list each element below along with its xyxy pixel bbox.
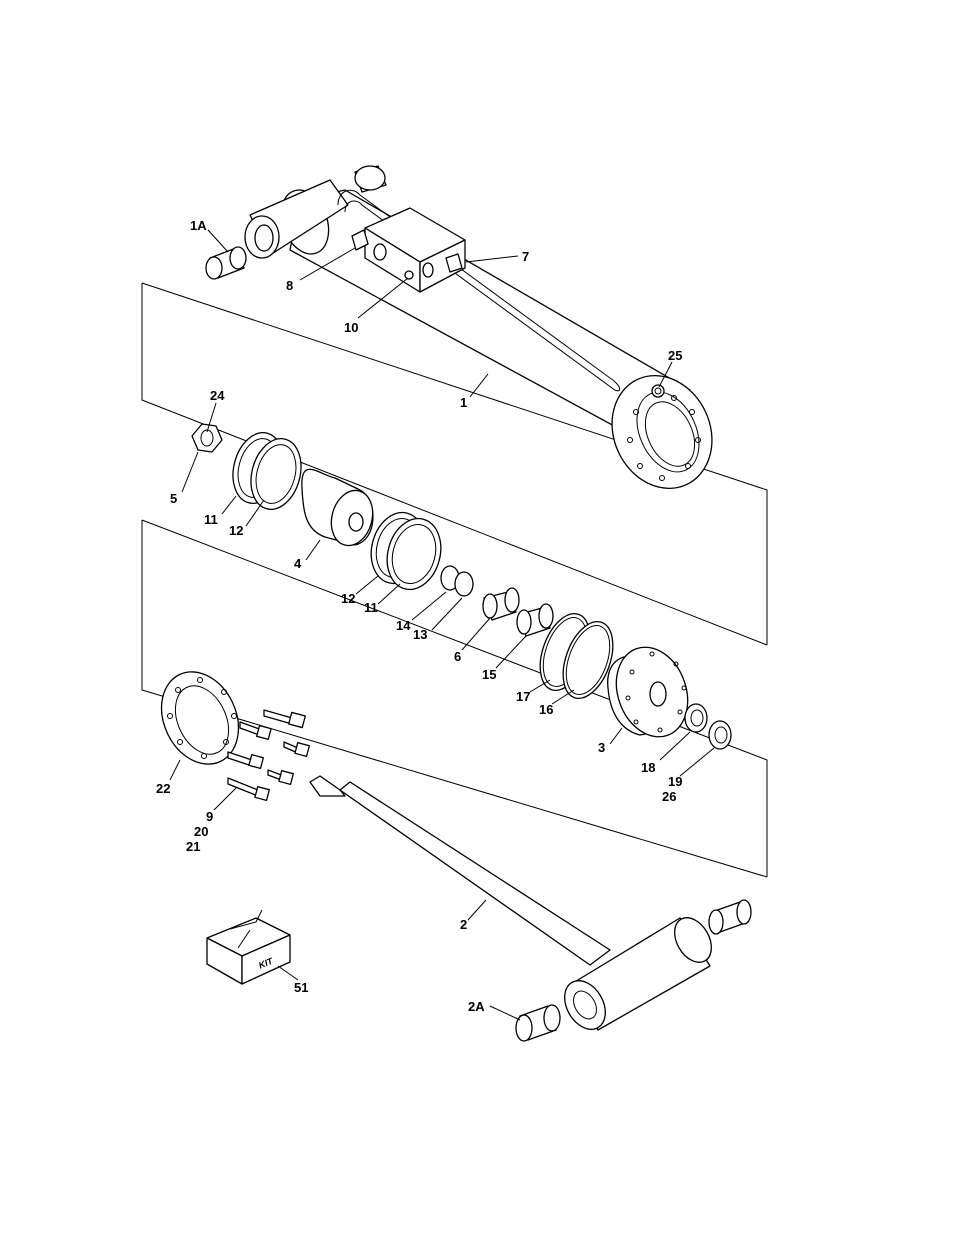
callout-11-upper: 11 (204, 512, 218, 527)
locknut (192, 424, 222, 452)
callout-13: 13 (413, 627, 427, 642)
callout-18: 18 (641, 760, 655, 775)
spacer-15 (517, 604, 553, 636)
callout-7: 7 (522, 249, 529, 264)
piston-ring-right (364, 506, 449, 595)
piston-rod (310, 776, 719, 1037)
callout-25: 25 (668, 348, 682, 363)
piston-ring-left (226, 427, 309, 515)
callout-9: 9 (206, 809, 213, 824)
callout-1a: 1A (190, 218, 207, 233)
callout-12-upper: 12 (229, 523, 243, 538)
gland (604, 637, 699, 747)
callout-15: 15 (482, 667, 496, 682)
callout-19: 19 (668, 774, 682, 789)
callout-26: 26 (662, 789, 676, 804)
callout-8: 8 (286, 278, 293, 293)
callout-17: 17 (516, 689, 530, 704)
callout-2: 2 (460, 917, 467, 932)
callout-22: 22 (156, 781, 170, 796)
bushing-1a (206, 247, 246, 279)
callout-10: 10 (344, 320, 358, 335)
backup-rings (441, 566, 473, 596)
cylinder-barrel (245, 166, 730, 505)
callout-51: 51 (294, 980, 308, 995)
rod-bushing (709, 900, 751, 934)
bushing-2a (516, 1005, 560, 1041)
callout-11-lower: 11 (364, 600, 378, 615)
callout-12-lower: 12 (341, 591, 355, 606)
callout-21: 21 (186, 839, 200, 854)
callout-2a: 2A (468, 999, 485, 1014)
callout-3: 3 (598, 740, 605, 755)
callout-4: 4 (294, 556, 302, 571)
callout-6: 6 (454, 649, 461, 664)
callout-20: 20 (194, 824, 208, 839)
callout-14: 14 (396, 618, 411, 633)
callout-24: 24 (210, 388, 225, 403)
callout-1: 1 (460, 395, 467, 410)
rod-seals (685, 704, 731, 749)
callout-5: 5 (170, 491, 177, 506)
callouts: 1A 7 8 10 25 1 24 5 11 12 4 12 11 14 13 … (156, 218, 682, 1014)
spacer-6 (483, 588, 519, 620)
cap-screws (228, 710, 309, 800)
piston (302, 469, 379, 550)
kit-box: KIT (207, 910, 290, 984)
leader-lines (170, 230, 714, 1020)
callout-16: 16 (539, 702, 553, 717)
